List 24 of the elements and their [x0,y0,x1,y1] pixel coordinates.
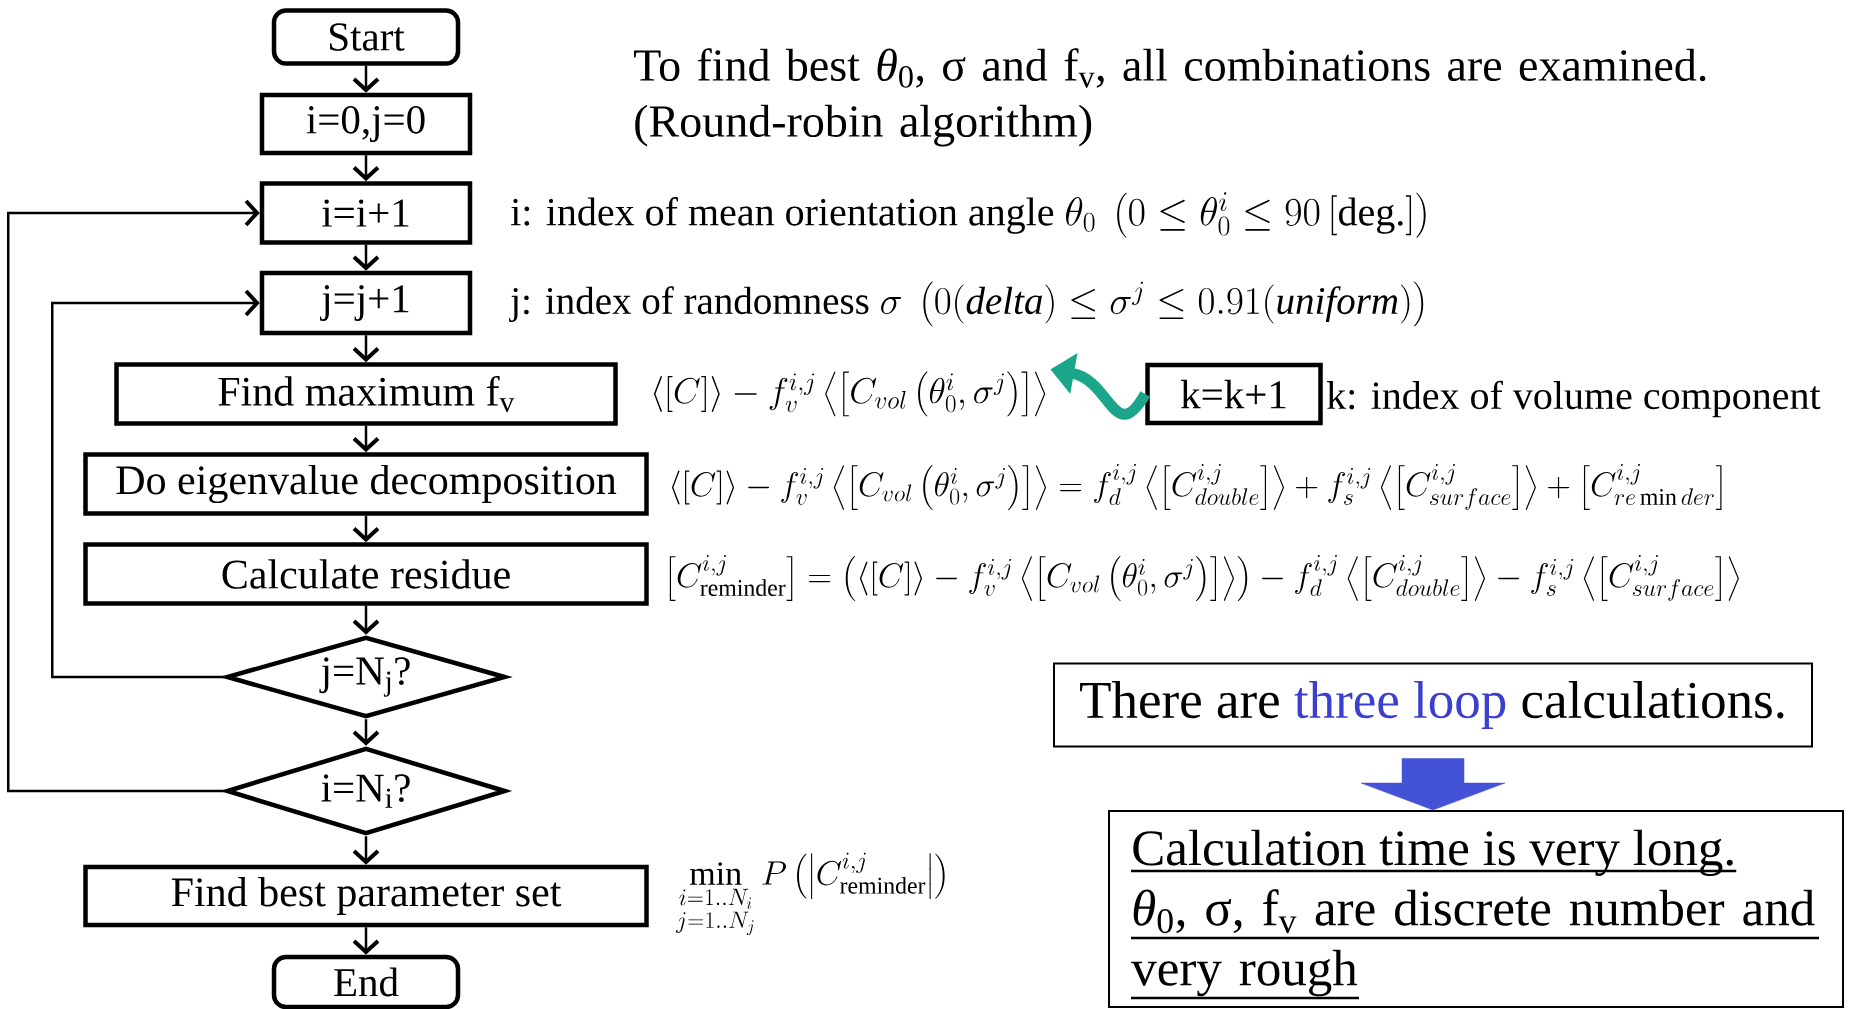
arrow [7,199,260,793]
formula: $\text{j: index of randomness }\sigma\ \left(0(\mathit{delta})\le\sigma^j\le 0.91(\mathit{uniform})\right)$ [509,281,1424,327]
arrow [352,605,380,635]
process-box: j=j+1 [259,270,473,336]
process-box: Do eigenvalue decomposition [83,452,649,516]
formula: $\left\langle\left[C\right]\right\rangle - f_v^{i,j}\left\langle\left[C_{vol}\left(\theta_0^i,\sigma^j\right)\right]\right\rangle$ [653,371,1046,417]
process-box: k=k+1 [1145,362,1323,426]
process-box: Calculate residue [83,542,649,606]
formula: $\left\langle\left[C\right]\right\rangle - f_v^{i,j}\left\langle\left[C_{vol}\left(\theta_0^i,\sigma^j\right)\right]\right\rangle = f_d^{i,j}\left\langle\left[C_{double}^{i,j}\right]\right\rangle + f_s^{i,j}\left\langle\left[C_{surface}^{i,j}\right]\right\rangle + \left[C_{re\min der}^{i,j}\right]$ [671,464,1722,510]
heading-text: To find best θ$_{0}$, σ and f$_{v}$, all combinations are examined. (Round-robin algorithm) [634,48,1706,147]
arrow [51,289,260,679]
note-box: There are three loop calculations. [1053,662,1814,748]
terminal-box: Start [271,8,461,66]
process-box: Find best parameter set [83,864,649,928]
formula: $\min_{\substack{i=1..N_i\\ j=1..N_j}} P\left(\left|C_{\mathrm{reminder}}^{i,j}\right|\right)$ [675,852,945,935]
annotation-text: k: index of volume component [1327,380,1821,418]
arrow [1360,758,1506,811]
note-box: Calculation time is very long. θ$_{0}$, σ, f$_{v}$ are discrete number and very rough [1108,810,1844,1008]
process-box: i=i+1 [259,181,473,245]
process-box: Find maximum f$_{v}$ [114,362,618,426]
process-box: i=0,j=0 [259,92,473,156]
terminal-box: End [271,954,461,1009]
formula: $\text{i: index of mean orientation angle }\theta_0\ \left(0\le\theta_0^i\le 90\,[\text{deg.}]\right)$ [511,192,1426,238]
formula: $\left[C_{\mathrm{reminder}}^{i,j}\right] = \left(\left\langle\left[C\right]\right\rangle - f_v^{i,j}\left\langle\left[C_{vol}\left(\theta_0^i,\sigma^j\right)\right]\right\rangle\right) - f_d^{i,j}\left\langle\left[C_{double}^{i,j}\right]\right\rangle - f_s^{i,j}\left\langle\left[C_{surface}^{i,j}\right]\right\rangle$ [669,555,1739,601]
